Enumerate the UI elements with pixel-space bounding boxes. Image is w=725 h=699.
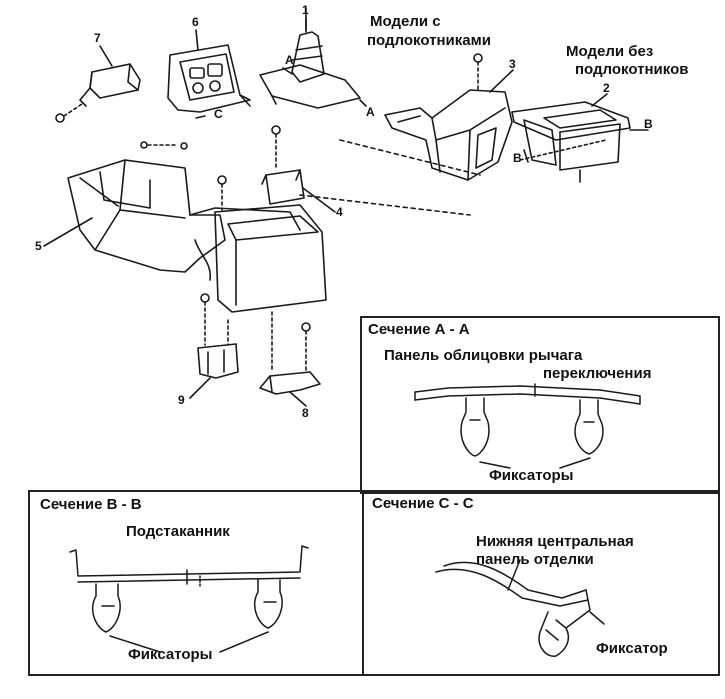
section-aa-label-line2: переключения — [543, 365, 652, 382]
part-number-2: 2 — [603, 81, 610, 95]
part-3-armrest — [384, 53, 513, 181]
part-number-1: 1 — [302, 3, 309, 17]
console-rear — [214, 204, 327, 313]
part-1-boot — [259, 7, 361, 109]
section-cc-label-line2: панель отделки — [476, 551, 594, 568]
section-cc-label-line1: Нижняя центральная — [476, 533, 634, 550]
label-without-armrest-line1: Модели без — [566, 43, 654, 60]
part-number-7: 7 — [94, 31, 101, 45]
label-with-armrest-line1: Модели с — [370, 13, 441, 30]
part-9-bracket — [197, 293, 239, 379]
section-aa-drawing — [414, 383, 641, 469]
part-number-9: 9 — [178, 393, 185, 407]
part-number-3: 3 — [509, 57, 516, 71]
label-with-armrest-line2: подлокотниками — [367, 32, 491, 49]
part-6-panel — [167, 44, 251, 113]
view-letter-c: C — [214, 107, 223, 121]
view-letter-b-left: B — [513, 151, 522, 165]
section-cc-callout: Фиксатор — [596, 640, 668, 657]
section-bb-label: Подстаканник — [126, 523, 230, 540]
label-without-armrest-line2: подлокотников — [575, 61, 689, 78]
section-cc-title: Сечение С - С — [372, 495, 474, 512]
part-4-mount — [261, 125, 305, 205]
part-7-bracket — [55, 63, 141, 123]
part-number-4: 4 — [336, 205, 343, 219]
part-number-6: 6 — [192, 15, 199, 29]
section-aa-label-line1: Панель облицовки рычага — [384, 347, 583, 364]
section-aa-box — [360, 316, 720, 494]
section-aa-callout: Фиксаторы — [489, 467, 574, 484]
view-letter-a-left: A — [285, 53, 294, 67]
part-2-cupholder — [511, 101, 631, 183]
part-5-console — [67, 141, 301, 281]
view-letter-a-right: A — [366, 105, 375, 119]
section-bb-title: Сечение В - В — [40, 496, 142, 513]
section-aa-title: Сечение А - А — [368, 321, 470, 338]
section-bb-drawing — [69, 545, 309, 653]
section-cc-drawing — [435, 559, 605, 657]
section-cc-box — [362, 490, 720, 676]
part-8-bracket — [259, 311, 321, 395]
part-number-8: 8 — [302, 406, 309, 420]
view-letter-b-right: B — [644, 117, 653, 131]
part-number-5: 5 — [35, 239, 42, 253]
section-bb-callout: Фиксаторы — [128, 646, 213, 663]
